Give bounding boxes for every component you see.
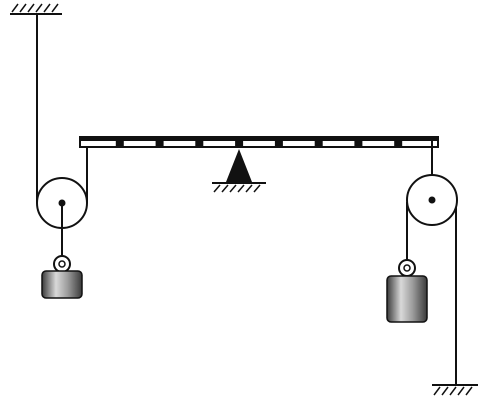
lever-segment-marks bbox=[115, 141, 403, 147]
left-weight bbox=[41, 255, 83, 299]
lever-segment-mark bbox=[115, 141, 124, 147]
lever-segment-mark bbox=[354, 141, 363, 147]
ground-support-right bbox=[432, 384, 478, 396]
lever-beam bbox=[79, 136, 439, 148]
right-weight bbox=[386, 259, 428, 323]
ceiling-support-left bbox=[10, 3, 62, 15]
lever-segment-mark bbox=[274, 141, 283, 147]
lever-segment-mark bbox=[314, 141, 323, 147]
lever-segment-mark bbox=[394, 141, 403, 147]
fulcrum bbox=[212, 149, 266, 193]
lever-segment-mark bbox=[155, 141, 164, 147]
lever-segment-mark bbox=[235, 141, 244, 147]
lever-segment-mark bbox=[195, 141, 204, 147]
right-pulley bbox=[406, 174, 458, 226]
